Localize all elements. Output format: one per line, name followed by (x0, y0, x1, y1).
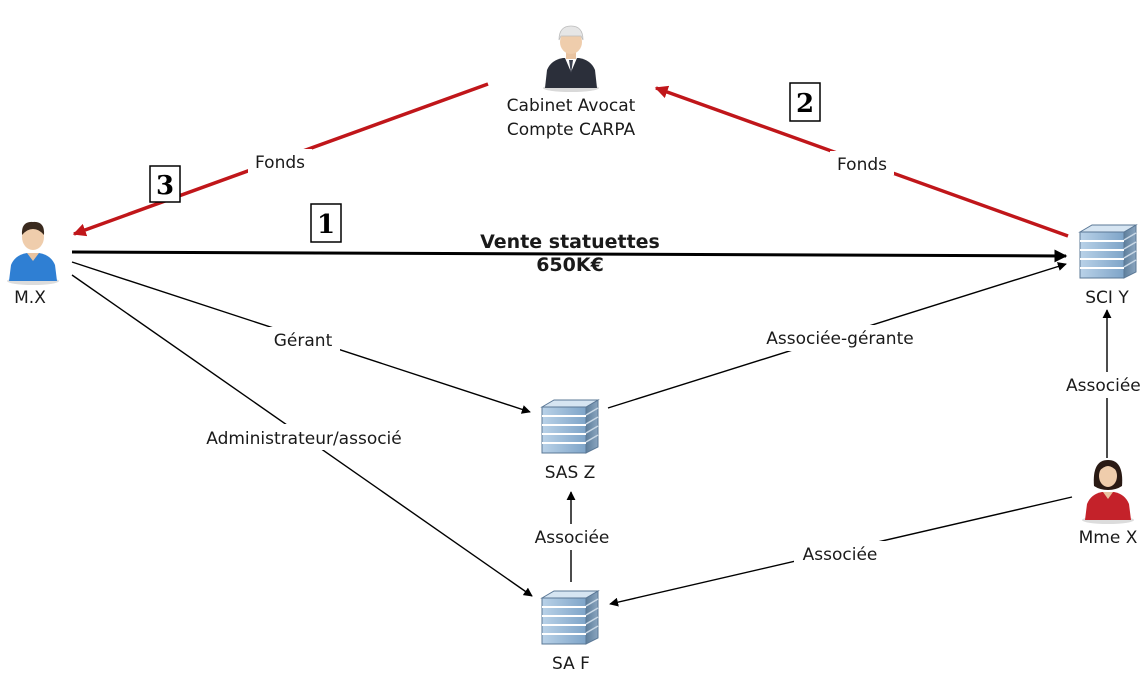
sale-amount: 650K€ (536, 254, 604, 276)
step-number-1: 1 (317, 210, 335, 240)
lawyer-label-line1: Cabinet Avocat (507, 96, 636, 116)
lawyer-label-line2: Compte CARPA (507, 120, 636, 140)
mmex-to-sciy-label: Associée (1066, 376, 1141, 396)
man-icon (7, 221, 59, 285)
sasz-building-icon (541, 399, 599, 454)
mmex-label: Mme X (1079, 528, 1138, 548)
mx-label: M.X (14, 288, 46, 308)
step-box-3 (149, 165, 181, 203)
lawyer-icon (543, 25, 599, 92)
step-box-1 (310, 203, 342, 243)
funds-label-right: Fonds (837, 155, 887, 175)
woman-icon (1082, 460, 1134, 524)
step-box-2 (789, 82, 821, 122)
administrateur-label: Administrateur/associé (206, 429, 402, 449)
associee-gerante-label: Associée-gérante (766, 329, 913, 349)
step-number-3: 3 (156, 171, 174, 201)
step-number-2: 2 (796, 89, 814, 119)
mmex-to-saf-label: Associée (803, 545, 878, 565)
saf-building-icon (541, 590, 599, 645)
gerant-label: Gérant (274, 331, 333, 351)
sale-label: Vente statuettes (480, 231, 660, 253)
saf-to-sasz-label: Associée (535, 528, 610, 548)
sale-arrow (71, 249, 1068, 263)
saf-label: SA F (552, 654, 590, 674)
sciy-label: SCI Y (1085, 288, 1129, 308)
funds-label-left: Fonds (255, 153, 305, 173)
sciy-building-icon (1079, 224, 1137, 279)
sasz-label: SAS Z (545, 463, 596, 483)
